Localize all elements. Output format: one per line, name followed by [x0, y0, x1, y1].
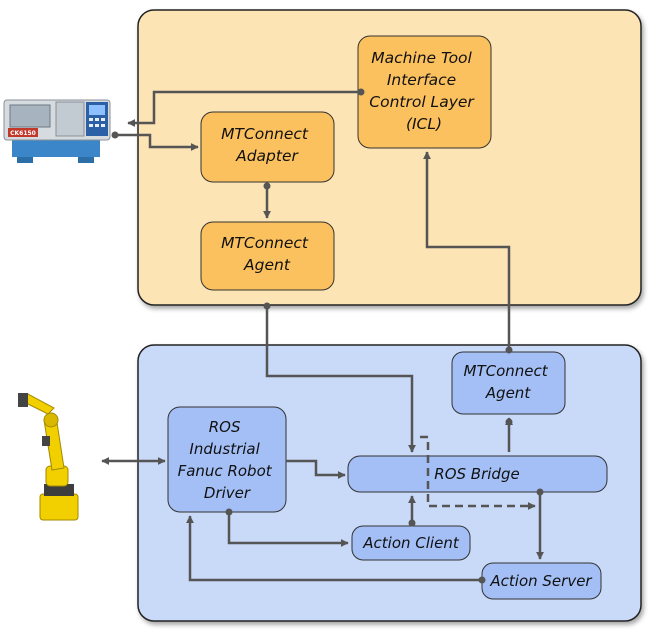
adapter-label-1: MTConnect [221, 125, 309, 143]
agent-top-label-2: Agent [243, 256, 291, 274]
edge-driver-to-bridge [286, 459, 346, 479]
cnc-lathe-icon: CK6150 [3, 99, 111, 163]
edge-icl-to-cnc [127, 90, 361, 127]
action-server-label: Action Server [489, 572, 592, 590]
agent-bottom-label-2: Agent [485, 384, 532, 402]
edge-agent-bottom-to-icl [423, 151, 511, 350]
cnc-badge-text: CK6150 [10, 130, 36, 137]
edge-cnc-to-adapter [115, 133, 199, 151]
edge-driver-to-client [227, 512, 349, 547]
mtconnect-agent-top-box [200, 221, 335, 291]
driver-label-4: Driver [204, 484, 251, 502]
driver-label-2: Industrial [189, 440, 260, 458]
driver-label-1: ROS [209, 418, 241, 436]
agent-bottom-label-1: MTConnect [464, 362, 549, 380]
svg-text:ROS Industrial Fanuc R: ROS Industrial Fanuc Robot Driver [178, 418, 277, 502]
mtconnect-adapter-box [200, 111, 335, 183]
driver-label-3: Fanuc Robot [178, 462, 273, 480]
icl-label-3: Control Layer [369, 93, 475, 111]
industrial-robot-icon [18, 393, 79, 521]
icl-label-1: Machine Tool [371, 49, 472, 67]
edge-bridge-dashed [420, 435, 536, 510]
connectors [101, 90, 544, 582]
connector-dots [111, 88, 544, 584]
svg-text:MTConnect Agent: MTConnect Agent [221, 234, 313, 274]
svg-text:MTConnect Adapter: MTConnect Adapter [221, 125, 313, 165]
edge-agent-to-bridge [265, 306, 416, 453]
adapter-label-2: Adapter [235, 147, 299, 165]
edge-server-to-driver [186, 515, 482, 582]
icl-label-2: Interface [387, 71, 456, 89]
svg-text:MTConnect Agent: MTConnect Agent [464, 362, 553, 402]
action-client-label: Action Client [362, 534, 460, 552]
ros-bridge-box [347, 455, 608, 493]
svg-text:Machine Tool Interface: Machine Tool Interface Control Layer (IC… [369, 49, 478, 133]
agent-top-label-1: MTConnect [221, 234, 309, 252]
ros-bridge-label: ROS Bridge [434, 465, 519, 483]
icl-label-4: (ICL) [406, 115, 442, 133]
